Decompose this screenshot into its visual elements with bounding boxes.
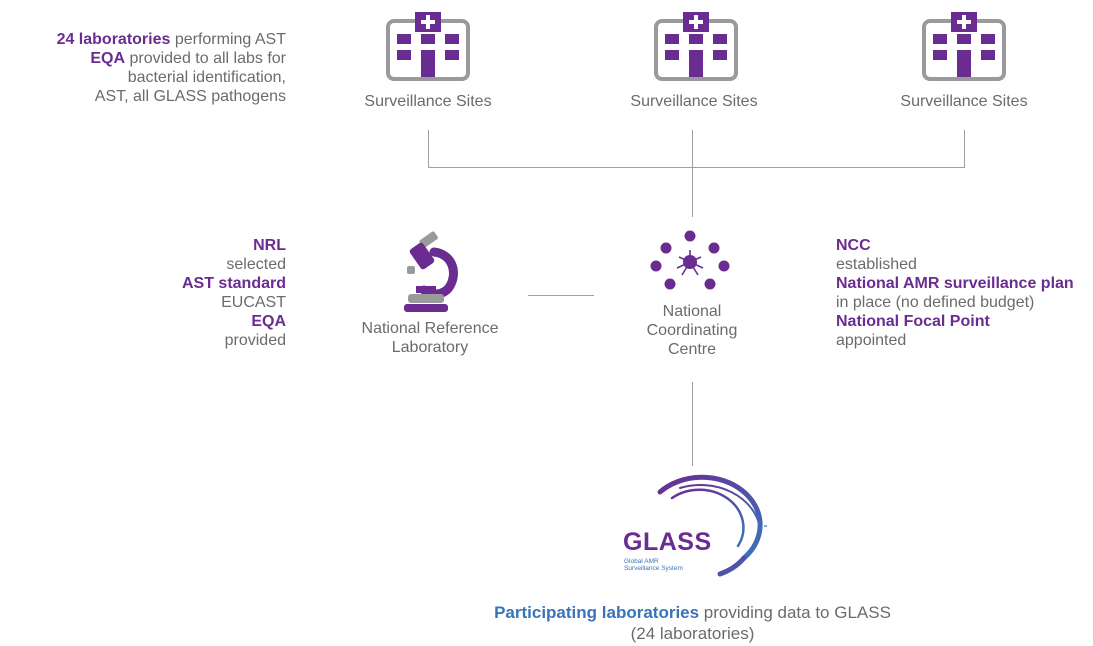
network-icon [646,226,736,294]
connector-line [428,130,429,168]
surveillance-site-label: Surveillance Sites [364,93,492,110]
sites-note-highlight-1: 24 laboratories [56,31,171,48]
ncc-note: NCC established National AMR surveillanc… [836,236,1086,350]
glass-logo-tagline: Global AMR Surveillance System [624,558,683,572]
sites-note-highlight-2: EQA [90,50,126,67]
participating-caption: Participating laboratories providing dat… [494,603,891,643]
surveillance-site-label: Surveillance Sites [630,93,758,110]
nrl-note-heading: EQA [251,313,286,330]
connector-line [692,382,693,466]
glass-logo-name: GLASS [623,528,712,556]
nrl-note-heading: AST standard [181,275,286,292]
microscope-icon [400,231,464,314]
connector-line [692,130,693,217]
glass-logo: GLASS Global AMR Surveillance System [620,474,770,578]
hospital-icon [653,12,739,82]
connector-line [528,295,594,296]
participating-highlight: Participating laboratories [494,603,700,622]
nrl-note: NRL selected AST standard EUCAST EQA pro… [100,236,286,350]
ncc-label: National Coordinating Centre [646,303,738,358]
nrl-note-heading: NRL [253,237,286,254]
hospital-icon [385,12,471,82]
hospital-icon [921,12,1007,82]
ncc-note-heading: NCC [836,237,871,254]
surveillance-site-label: Surveillance Sites [900,93,1028,110]
ncc-note-heading: National Focal Point [836,313,990,330]
connector-line [964,130,965,168]
ncc-note-heading: National AMR surveillance plan [836,275,1074,292]
nrl-label: National Reference Laboratory [361,320,499,356]
sites-note: 24 laboratories performing AST EQA provi… [56,31,286,105]
connector-line [428,167,965,168]
